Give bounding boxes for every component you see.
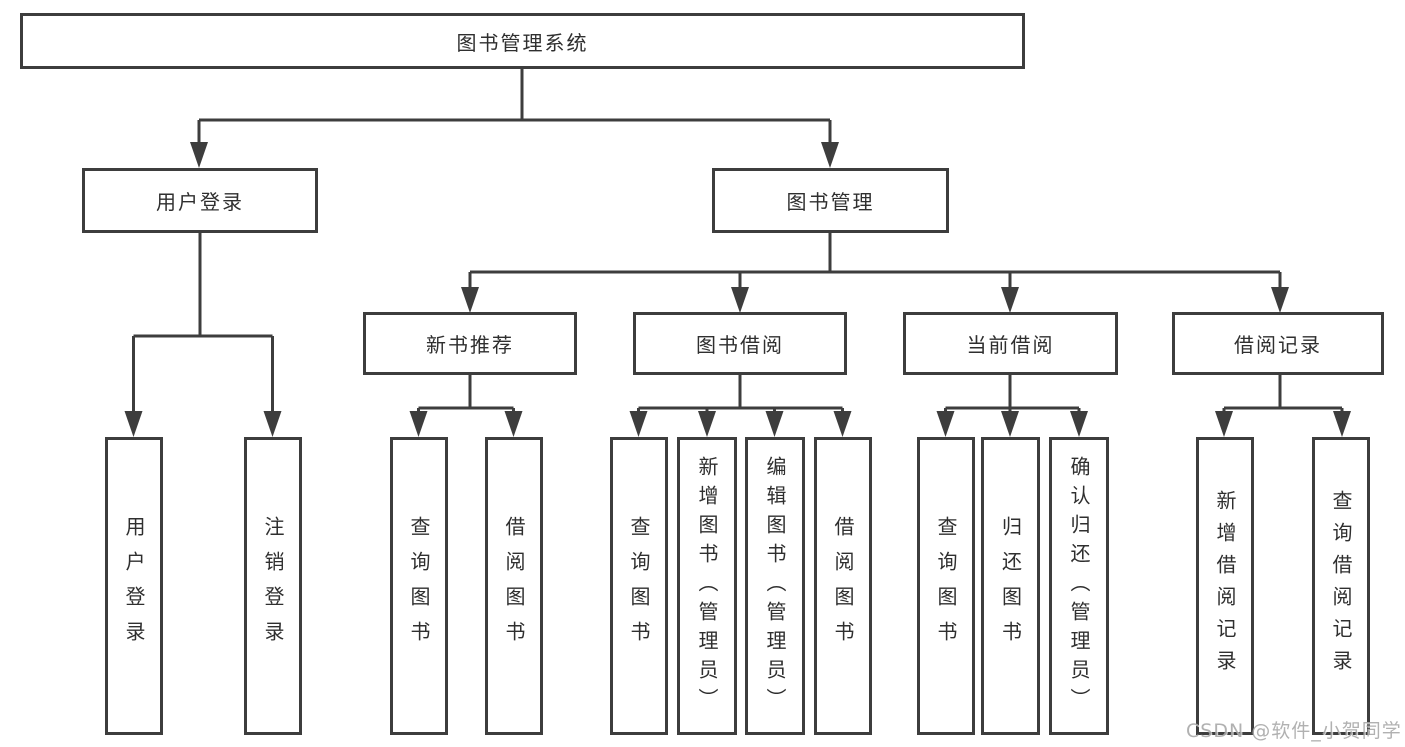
arrow-down-icon — [1001, 411, 1019, 437]
node-label: 图书管理 — [786, 190, 875, 214]
leaf-cb-confirm-return-admin: 确认归还（管理员） — [1049, 437, 1109, 735]
node-label: 查询图书 — [627, 516, 651, 656]
node-label: 用户登录 — [122, 516, 146, 656]
arrow-down-icon — [1215, 411, 1233, 437]
arrow-down-icon — [461, 287, 479, 313]
leaf-br-query-record: 查询借阅记录 — [1312, 437, 1370, 735]
connector-line — [1222, 375, 1344, 415]
connector-line — [132, 233, 274, 415]
arrow-down-icon — [765, 411, 784, 437]
node-label: 归还图书 — [998, 516, 1023, 656]
node-label: 新书推荐 — [426, 333, 514, 357]
node-user-login: 用户登录 — [82, 168, 318, 233]
node-borrow-records: 借阅记录 — [1172, 312, 1384, 375]
node-current-borrow: 当前借阅 — [903, 312, 1118, 375]
leaf-bb-borrow-books: 借阅图书 — [814, 437, 872, 735]
node-label: 查询图书 — [934, 516, 958, 656]
arrow-down-icon — [1333, 411, 1351, 437]
connector-line — [468, 233, 1282, 291]
node-label: 借阅图书 — [831, 516, 855, 656]
node-label: 查询图书 — [407, 516, 431, 656]
node-label: 新增图书（管理员） — [695, 455, 719, 717]
arrow-down-icon — [936, 411, 955, 437]
node-label: 新增借阅记录 — [1213, 490, 1237, 682]
arrow-down-icon — [629, 411, 648, 437]
leaf-nb-query-books: 查询图书 — [390, 437, 448, 735]
node-label: 借阅图书 — [502, 516, 526, 656]
node-label: 确认归还（管理员） — [1067, 455, 1091, 717]
node-new-book-recommend: 新书推荐 — [363, 312, 577, 375]
leaf-br-add-record: 新增借阅记录 — [1196, 437, 1254, 735]
arrow-down-icon — [409, 411, 428, 437]
arrow-down-icon — [1001, 287, 1019, 313]
connector-line — [197, 68, 832, 146]
leaf-logout: 注销登录 — [244, 437, 302, 735]
leaf-bb-edit-books-admin: 编辑图书（管理员） — [745, 437, 805, 735]
node-label: 查询借阅记录 — [1329, 490, 1353, 682]
leaf-cb-query-books: 查询图书 — [917, 437, 975, 735]
arrow-down-icon — [124, 411, 143, 437]
arrow-down-icon — [263, 411, 282, 437]
node-book-management: 图书管理 — [712, 168, 949, 233]
node-book-borrow: 图书借阅 — [633, 312, 847, 375]
leaf-cb-return-books: 归还图书 — [981, 437, 1040, 735]
arrow-down-icon — [190, 142, 208, 168]
leaf-bb-query-books: 查询图书 — [610, 437, 668, 735]
connector-line — [944, 375, 1081, 415]
arrow-down-icon — [1070, 411, 1088, 437]
arrow-down-icon — [1271, 287, 1289, 313]
node-root-library-system: 图书管理系统 — [20, 13, 1025, 69]
node-label: 注销登录 — [261, 516, 285, 656]
arrow-down-icon — [698, 411, 716, 437]
arrow-down-icon — [731, 287, 749, 313]
leaf-user-login: 用户登录 — [105, 437, 163, 735]
node-label: 借阅记录 — [1234, 333, 1322, 357]
connector-line — [417, 375, 515, 415]
node-label: 图书借阅 — [696, 333, 784, 357]
connector-line — [637, 375, 844, 415]
node-label: 图书管理系统 — [456, 30, 589, 55]
node-label: 用户登录 — [156, 190, 244, 214]
node-label: 编辑图书（管理员） — [763, 455, 787, 717]
arrow-down-icon — [821, 142, 839, 168]
arrow-down-icon — [833, 411, 852, 437]
node-label: 当前借阅 — [966, 333, 1055, 357]
leaf-bb-add-books-admin: 新增图书（管理员） — [677, 437, 737, 735]
arrow-down-icon — [504, 411, 523, 437]
leaf-nb-borrow-books: 借阅图书 — [485, 437, 543, 735]
